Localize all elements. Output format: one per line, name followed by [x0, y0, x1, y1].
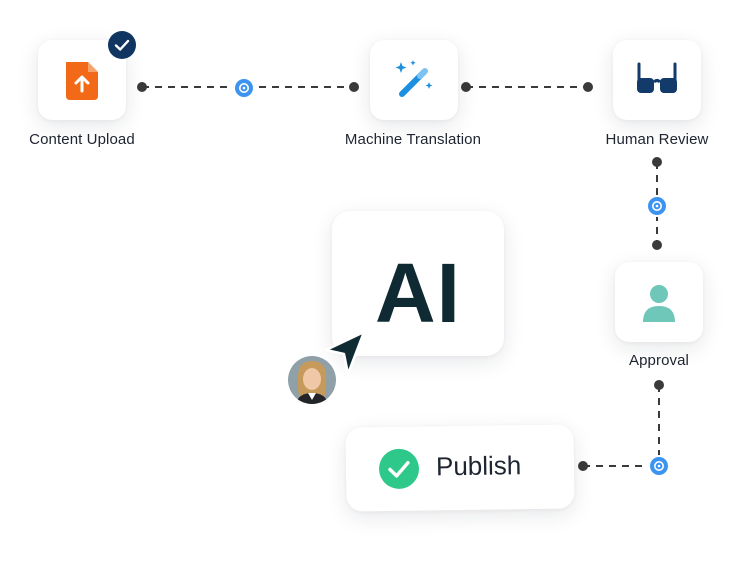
file-upload-icon	[66, 62, 98, 100]
step-label-human-review: Human Review	[605, 131, 709, 148]
check-circle-icon	[379, 448, 420, 489]
avatar	[286, 354, 338, 406]
ai-card: AI	[332, 211, 504, 356]
endpoint-dot	[137, 82, 147, 92]
step-card-machine-translation[interactable]	[370, 40, 458, 120]
endpoint-dot	[652, 240, 662, 250]
endpoint-dot	[349, 82, 359, 92]
node-icon	[648, 455, 670, 477]
endpoint-dot	[461, 82, 471, 92]
person-icon	[643, 285, 675, 322]
publish-label: Publish	[435, 450, 522, 482]
step-card-approval[interactable]	[615, 262, 703, 342]
node-icon	[233, 77, 255, 99]
ai-text: AI	[375, 246, 461, 340]
endpoint-dot	[652, 157, 662, 167]
step-label-machine-translation: Machine Translation	[344, 131, 482, 148]
glasses-icon	[637, 62, 677, 93]
endpoint-dot	[578, 461, 588, 471]
cursor-arrow-icon	[324, 330, 366, 376]
node-icon	[646, 195, 668, 217]
magic-wand-icon	[395, 60, 433, 97]
endpoint-dot	[583, 82, 593, 92]
step-label-content-upload: Content Upload	[29, 131, 135, 148]
endpoint-dot	[654, 380, 664, 390]
step-label-approval: Approval	[628, 352, 690, 369]
check-badge-icon	[108, 31, 136, 59]
step-card-human-review[interactable]	[613, 40, 701, 120]
publish-card[interactable]: Publish	[345, 424, 575, 512]
